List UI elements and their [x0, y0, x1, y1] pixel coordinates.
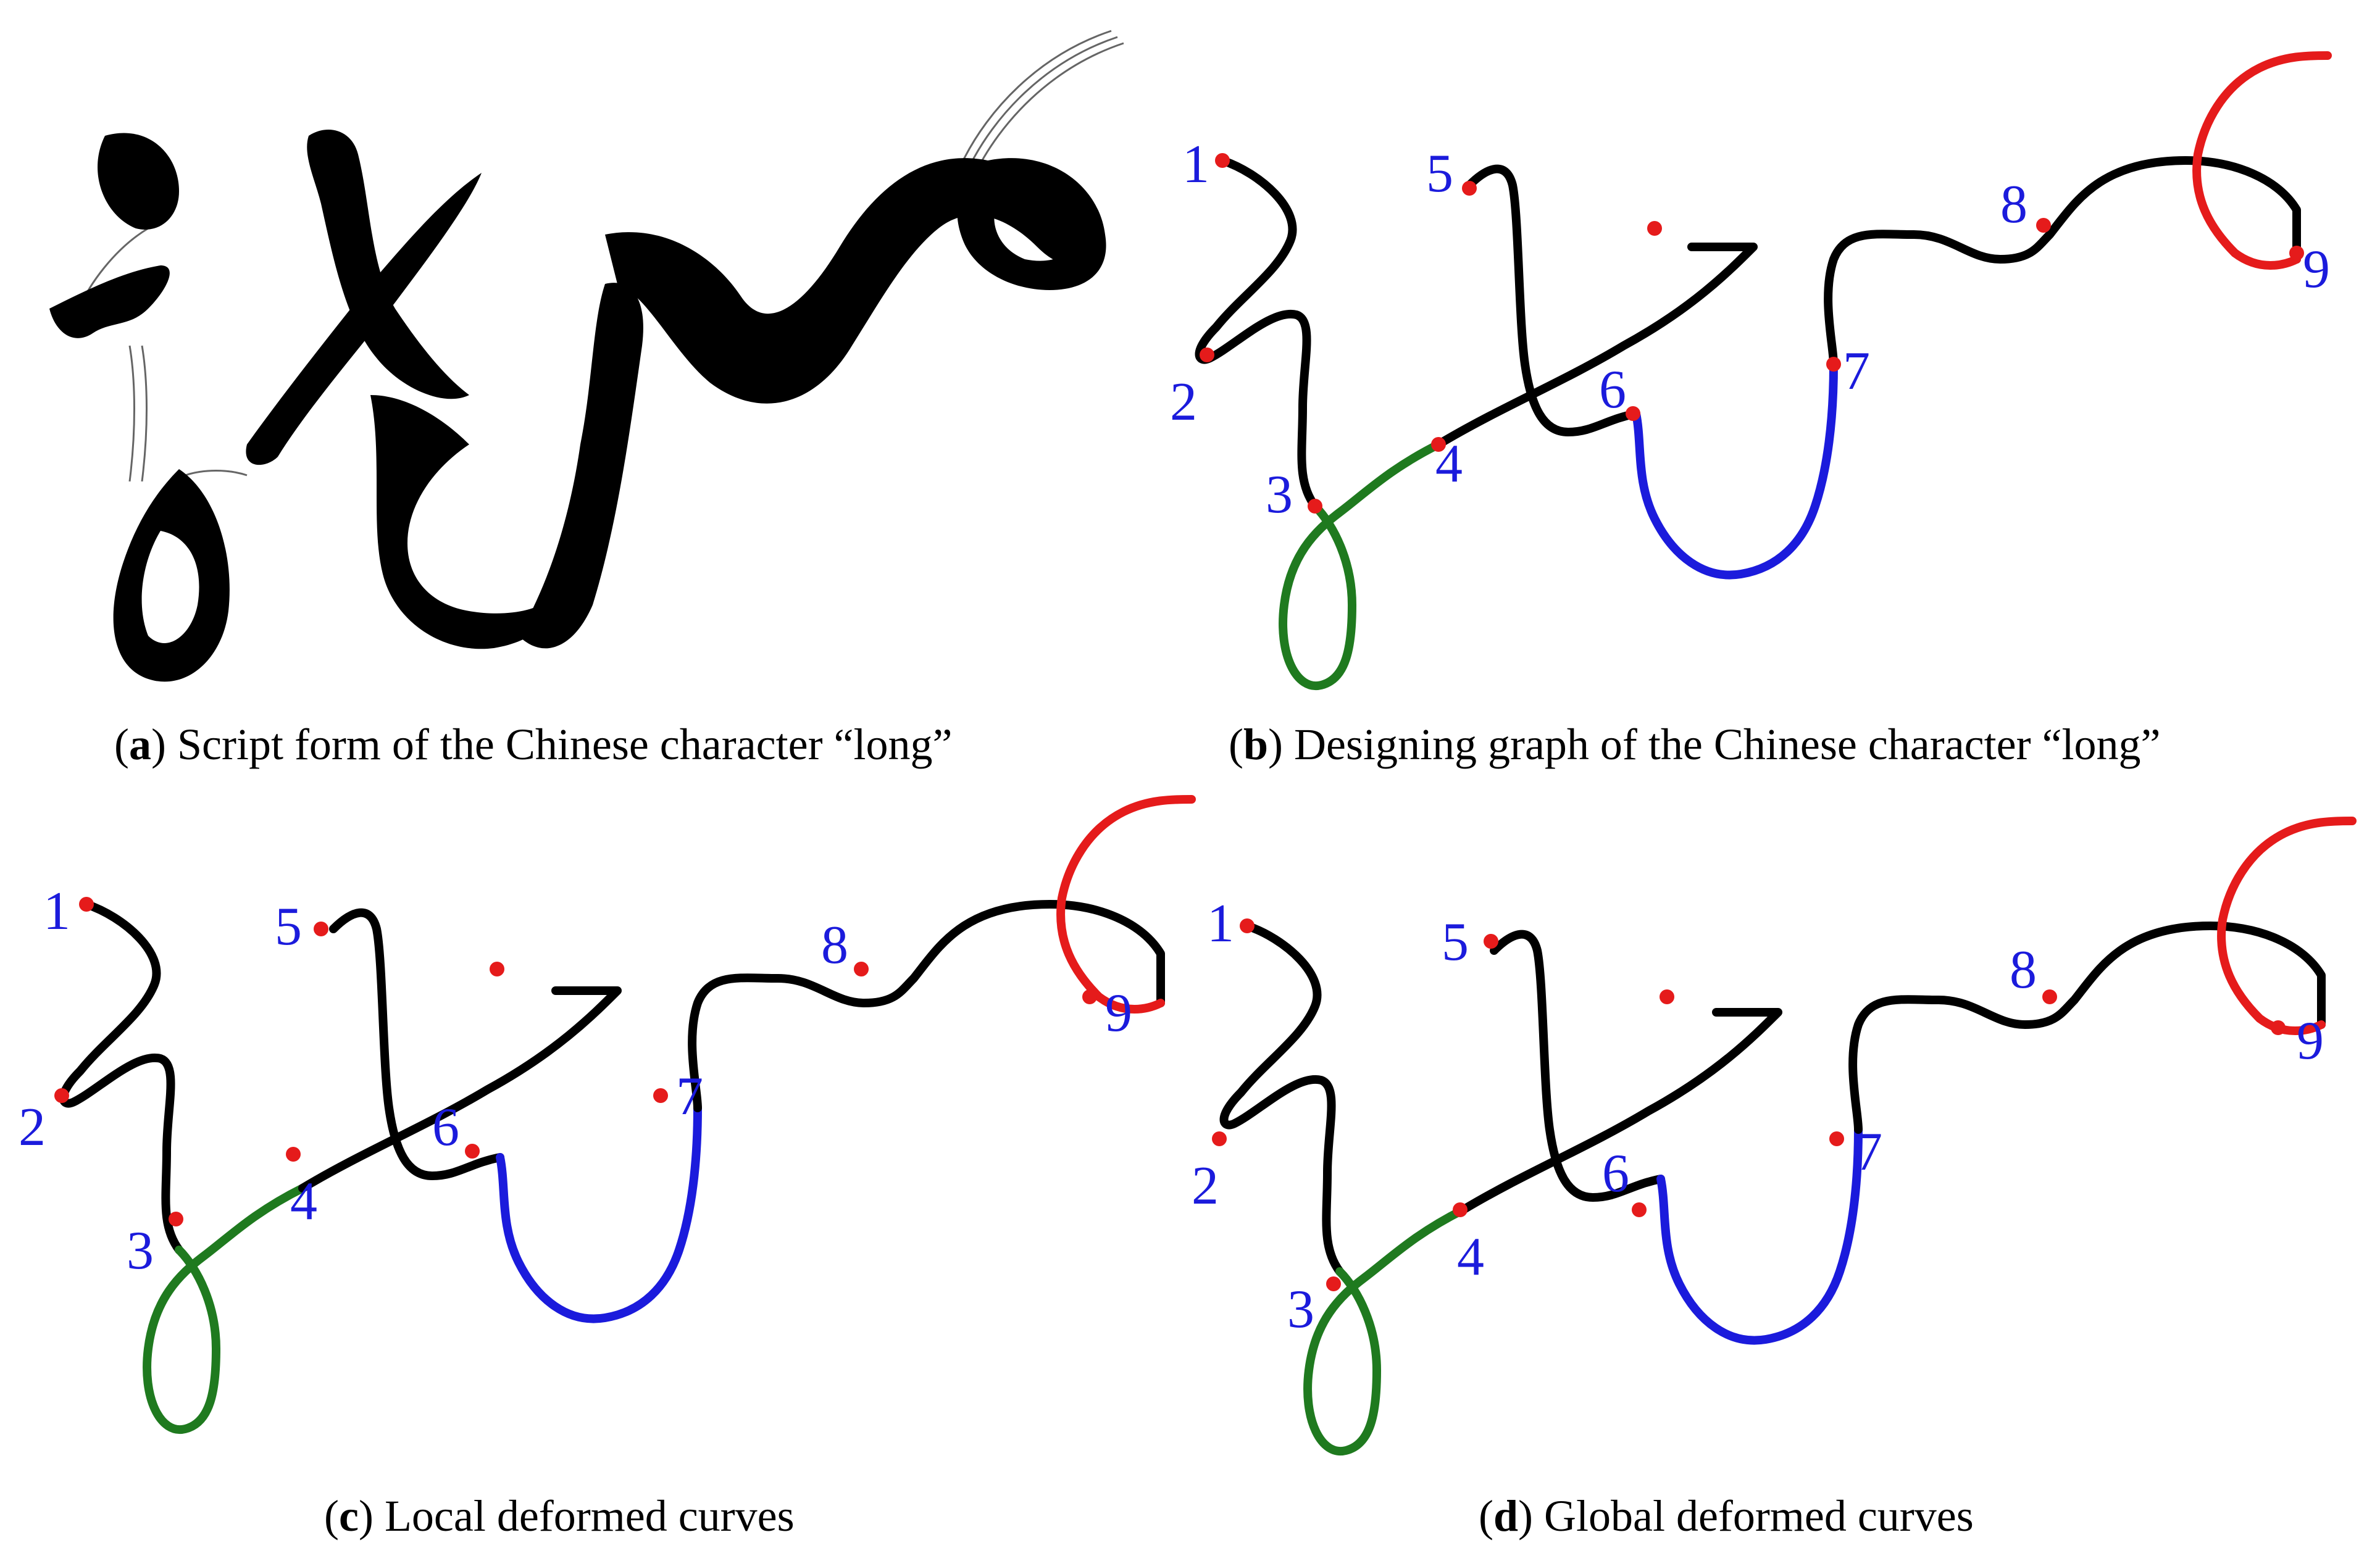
- node-label: 6: [1599, 360, 1626, 420]
- node-label: 1: [43, 881, 70, 941]
- caption-d-text: Global deformed curves: [1544, 1491, 1974, 1541]
- node-label: 3: [1266, 465, 1293, 525]
- node-label: 5: [275, 897, 302, 957]
- node-dot: [1660, 989, 1674, 1004]
- node-label: 8: [2010, 940, 2037, 1000]
- graph-d: [1224, 821, 2353, 1451]
- node-dot: [1826, 357, 1841, 372]
- node-dot: [653, 1088, 668, 1103]
- caption-b-letter: b: [1243, 720, 1268, 769]
- caption-a-letter: a: [129, 720, 151, 769]
- node-label: 4: [290, 1172, 317, 1231]
- node-dot: [54, 1088, 69, 1103]
- node-label: 1: [1182, 135, 1209, 194]
- node-label: 4: [1435, 434, 1463, 494]
- node-dot: [2036, 218, 2051, 233]
- node-label: 9: [2303, 239, 2330, 299]
- node-dot: [169, 1212, 183, 1226]
- node-label: 2: [1192, 1156, 1219, 1216]
- node-label: 3: [1287, 1280, 1314, 1339]
- node-labels-b: 1 2 3 4 5 6 7 8 9: [1170, 135, 2330, 525]
- node-label: 7: [1855, 1122, 1882, 1182]
- script-form-strokes: [49, 130, 1106, 682]
- node-dots-c: [54, 897, 1097, 1226]
- node-label: 8: [821, 915, 848, 975]
- node-dot: [1431, 437, 1446, 452]
- node-label: 2: [19, 1097, 46, 1157]
- node-label: 7: [676, 1067, 703, 1126]
- node-dot: [2042, 989, 2057, 1004]
- panel-b: 1 2 3 4 5 6 7 8 9 (b) Designing graph of…: [1170, 56, 2330, 769]
- node-dot: [1626, 406, 1640, 421]
- node-dot: [1453, 1202, 1468, 1217]
- node-label: 7: [1843, 341, 1870, 401]
- node-dot: [1200, 348, 1214, 362]
- node-label: 4: [1457, 1227, 1484, 1287]
- caption-c-letter: c: [339, 1491, 359, 1541]
- node-dot: [2289, 246, 2304, 260]
- node-label: 9: [2297, 1011, 2324, 1071]
- node-dots-b: [1200, 153, 2304, 514]
- caption-a: (a) Script form of the Chinese character…: [114, 720, 952, 769]
- node-labels-d: 1 2 3 4 5 6 7 8 9: [1192, 894, 2324, 1339]
- panel-a: (a) Script form of the Chinese character…: [49, 30, 1124, 769]
- node-dot: [286, 1147, 301, 1162]
- node-label: 8: [2000, 175, 2027, 235]
- node-dot: [79, 897, 94, 912]
- node-dot: [465, 1144, 480, 1159]
- caption-c-text: Local deformed curves: [385, 1491, 795, 1541]
- node-dot: [490, 962, 504, 976]
- node-labels-c: 1 2 3 4 5 6 7 8 9: [19, 881, 1132, 1281]
- caption-c: (c) Local deformed curves: [324, 1491, 795, 1541]
- node-label: 9: [1105, 983, 1132, 1043]
- node-dot: [2271, 1020, 2286, 1035]
- node-dot: [1308, 499, 1322, 514]
- node-dot: [1215, 153, 1230, 168]
- caption-b: (b) Designing graph of the Chinese chara…: [1229, 720, 2161, 769]
- node-label: 5: [1426, 144, 1453, 204]
- node-label: 1: [1207, 894, 1234, 954]
- node-dot: [1240, 918, 1255, 933]
- node-label: 3: [127, 1221, 154, 1281]
- caption-d: (d) Global deformed curves: [1479, 1491, 1974, 1541]
- node-label: 6: [432, 1097, 459, 1157]
- graph-c: [64, 799, 1192, 1430]
- node-dots-d: [1212, 918, 2286, 1291]
- node-dot: [1647, 221, 1662, 236]
- node-dot: [1082, 989, 1097, 1004]
- graph-b: [1200, 56, 2328, 686]
- brush-wisps: [73, 30, 1124, 501]
- node-dot: [1326, 1276, 1341, 1291]
- panel-d: 1 2 3 4 5 6 7 8 9 (d) Global deformed cu…: [1192, 821, 2352, 1541]
- caption-a-text: Script form of the Chinese character “lo…: [177, 720, 953, 769]
- node-dot: [1829, 1131, 1844, 1146]
- node-label: 2: [1170, 372, 1197, 432]
- node-dot: [1462, 181, 1477, 196]
- caption-b-text: Designing graph of the Chinese character…: [1294, 720, 2160, 769]
- node-dot: [1632, 1202, 1647, 1217]
- node-label: 6: [1602, 1144, 1629, 1204]
- panel-c: 1 2 3 4 5 6 7 8 9 (c) Local deformed cur…: [19, 799, 1192, 1541]
- node-dot: [1484, 934, 1498, 949]
- node-dot: [1212, 1131, 1227, 1146]
- node-label: 5: [1442, 912, 1469, 972]
- node-dot: [854, 962, 869, 976]
- caption-d-letter: d: [1493, 1491, 1518, 1541]
- node-dot: [314, 922, 328, 936]
